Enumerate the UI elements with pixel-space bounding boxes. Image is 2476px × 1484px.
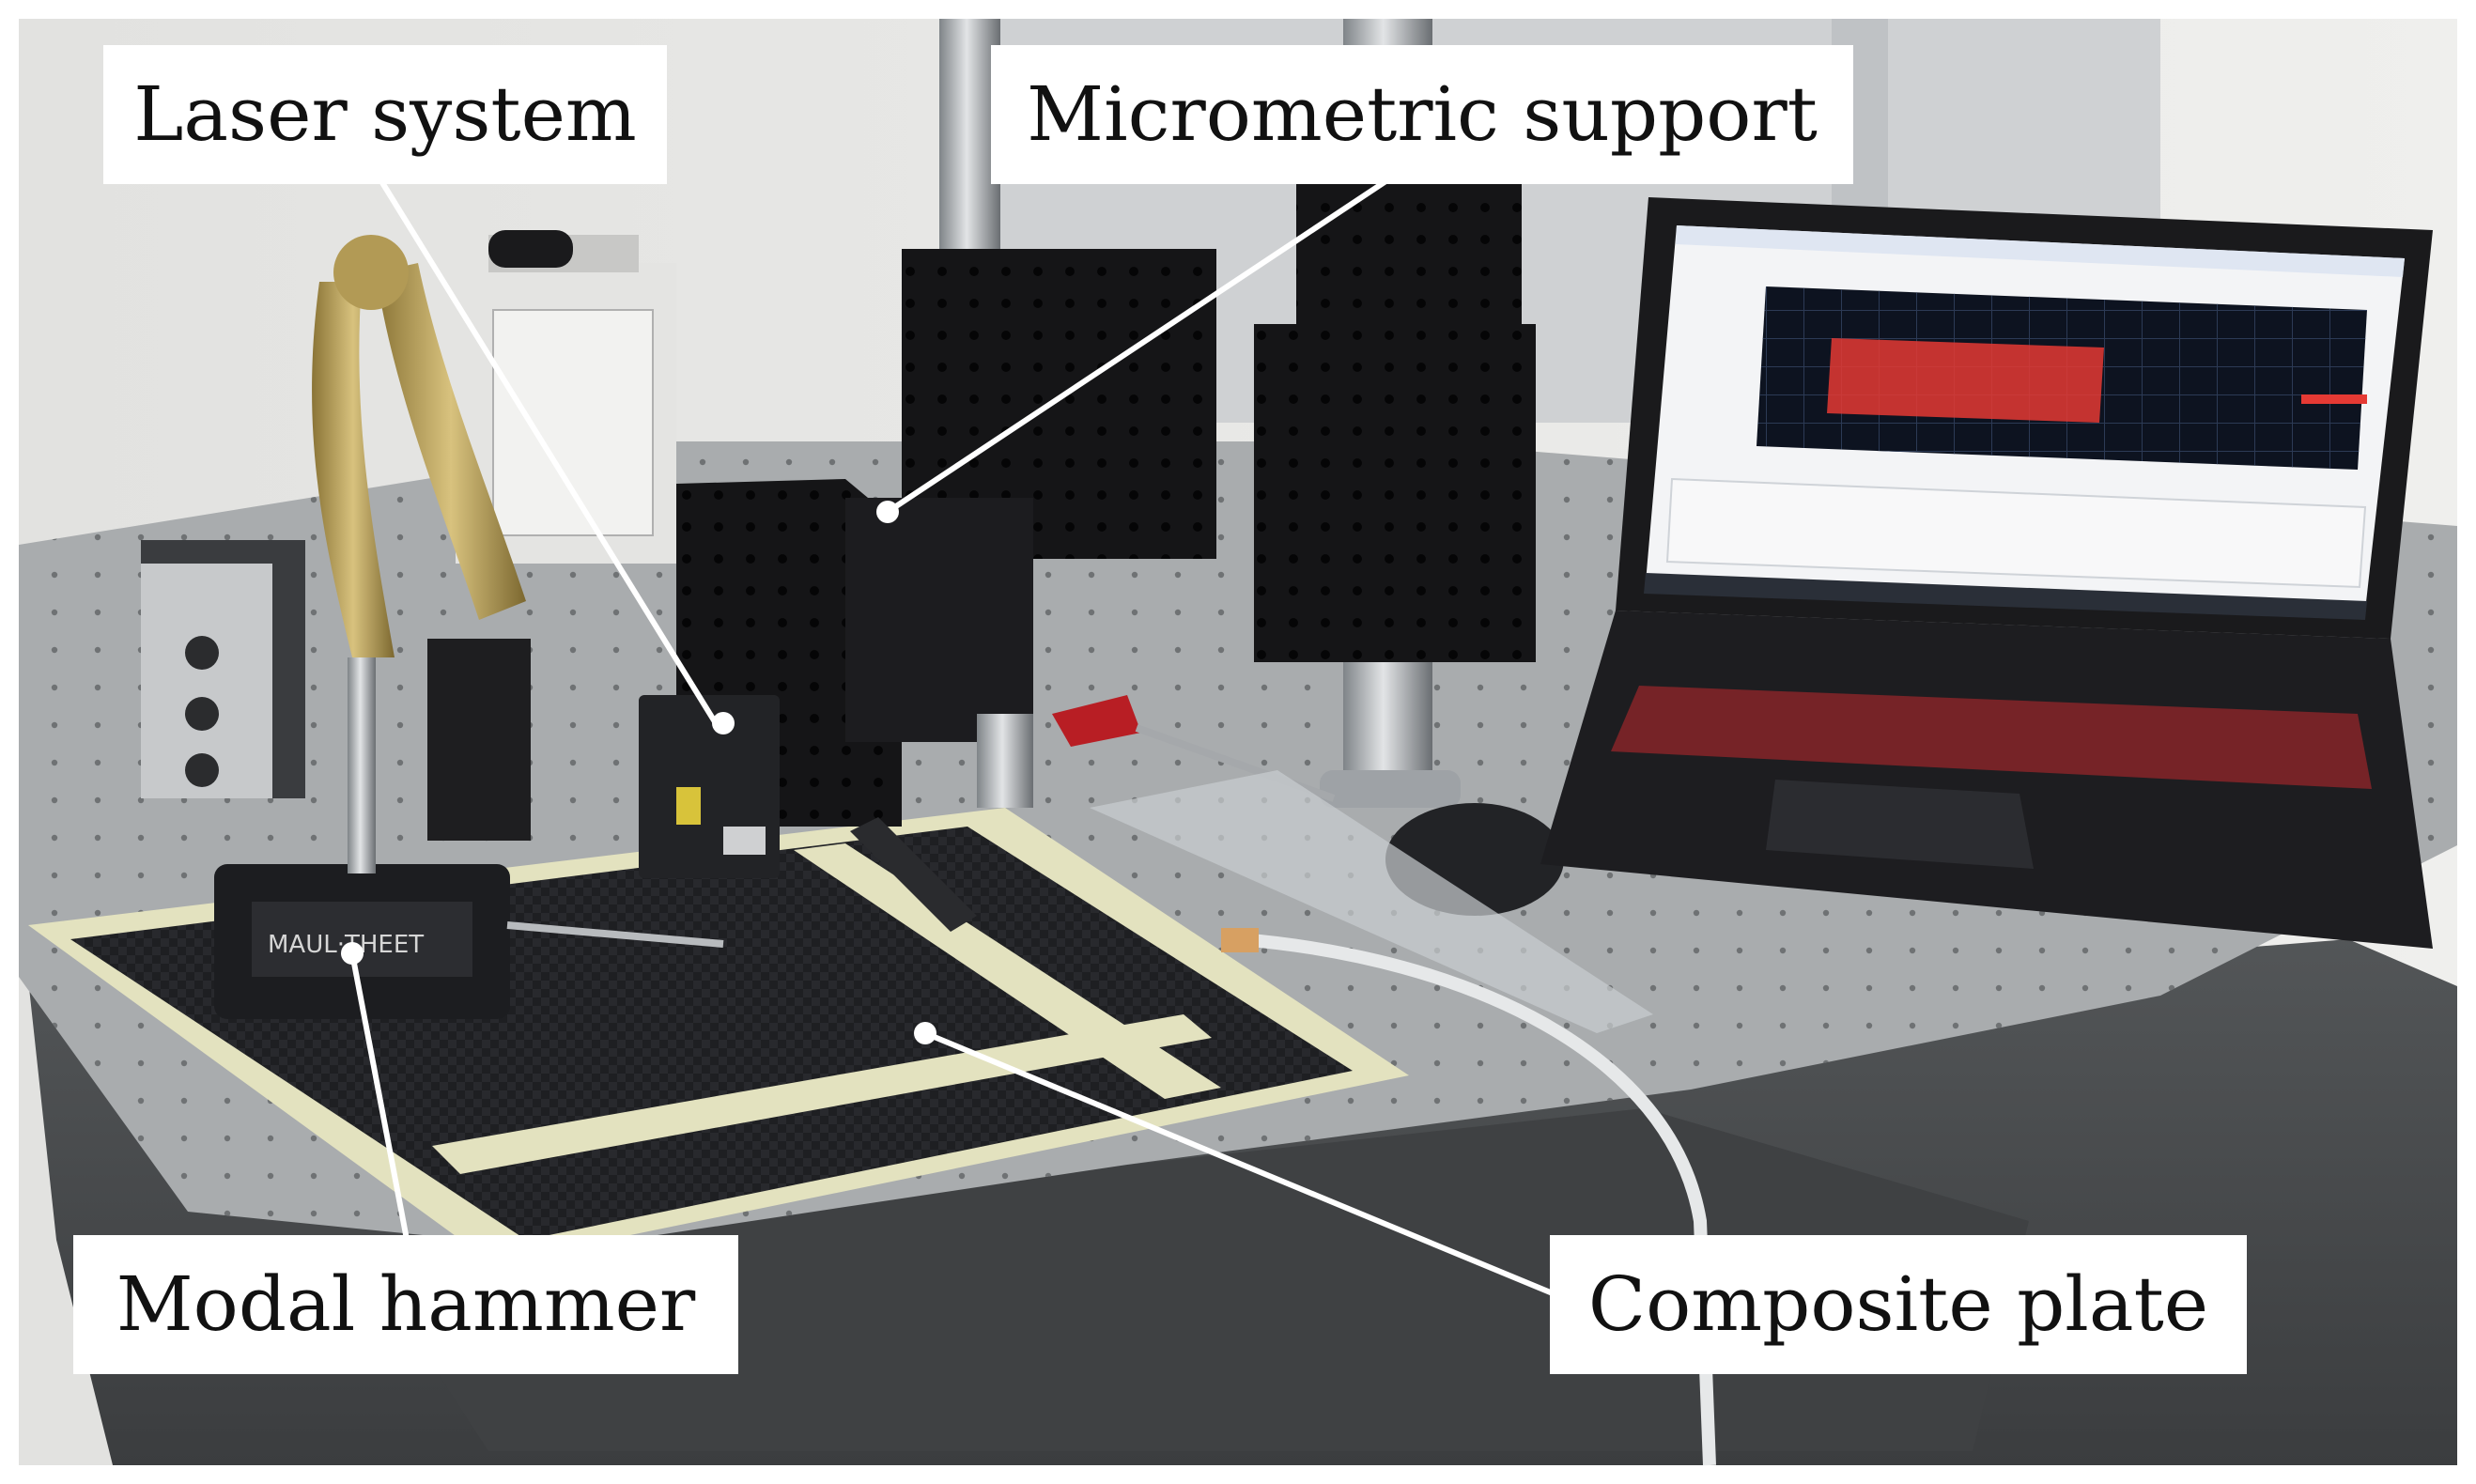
air-tube: [1239, 933, 1716, 1466]
laptop-taskbar: [1644, 573, 2367, 620]
conditioner-knob-3: [185, 753, 219, 787]
pole-clamp: [1320, 770, 1461, 808]
callout-dot-micrometric: [876, 501, 899, 523]
conditioner-knob-1: [185, 636, 219, 670]
hex-key: [1052, 695, 1141, 747]
laptop-screen-titlebar: [1676, 225, 2405, 277]
label-composite-plate: Composite plate: [1550, 1235, 2247, 1374]
arm-knob: [488, 230, 573, 268]
laser-sensor-label: [676, 787, 701, 825]
support-rod: [850, 817, 977, 932]
callout-dot-laser: [712, 712, 735, 734]
mount-post: [977, 714, 1033, 808]
articulated-arm: [312, 282, 395, 657]
modal-hammer-faceplate: [252, 902, 472, 977]
hammer-cable: [506, 921, 724, 948]
laptop-touchpad: [1766, 780, 2034, 869]
alcohol-can-label: [492, 309, 654, 536]
magnetic-base: [427, 639, 531, 841]
laser-sensor-sticker: [723, 827, 766, 855]
label-micrometric-support: Micrometric support: [991, 45, 1853, 184]
tape-strip-horizontal: [432, 1014, 1212, 1174]
label-laser-system: Laser system: [103, 45, 667, 184]
callout-line-laser: [368, 162, 721, 730]
signal-marker: [2301, 394, 2367, 404]
callout-line-plate: [923, 1030, 1561, 1299]
conditioner-knob-2: [185, 697, 219, 731]
callout-dot-plate: [914, 1022, 936, 1044]
signal-trace: [1827, 338, 2104, 423]
arm-joint: [333, 235, 409, 310]
laser-mount-bracket: [845, 498, 1033, 742]
data-table-panel: [1665, 477, 2367, 589]
hammer-stand-rod: [348, 657, 376, 873]
tube-fitting: [1221, 928, 1259, 952]
callout-line-hammer: [349, 952, 411, 1250]
callout-dot-hammer: [341, 942, 364, 965]
articulated-arm-upper: [376, 263, 526, 620]
laptop-keyboard: [1611, 686, 2372, 789]
acrylic-strips: [1090, 770, 1653, 1033]
micrometric-stage-back: [1296, 178, 1522, 348]
label-modal-hammer: Modal hammer: [73, 1235, 738, 1374]
callout-line-micrometric: [886, 157, 1420, 515]
micrometric-stage-right: [1254, 324, 1536, 662]
